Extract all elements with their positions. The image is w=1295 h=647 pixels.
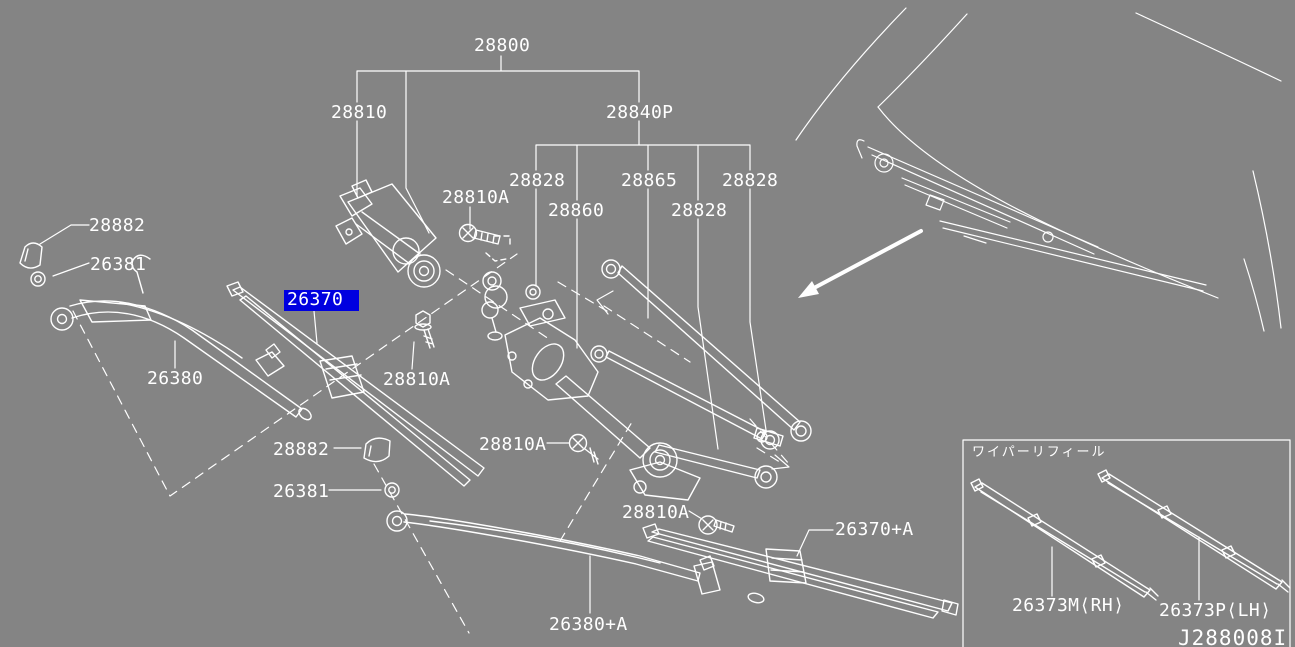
part-label-26381-a[interactable]: 26381 [90,254,147,275]
part-label-28860[interactable]: 28860 [548,200,605,221]
part-label-26381-b[interactable]: 26381 [273,481,330,502]
vehicle-reference-sketch [795,7,1282,332]
part-label-28810a-mid[interactable]: 28810A [383,369,451,390]
pivot-cap-and-nut-drawing [363,437,400,498]
part-label-28828-c[interactable]: 28828 [722,170,779,191]
refill-26373P-drawing [1097,469,1291,593]
alignment-dashed-lines [72,253,790,634]
part-label-26380+a[interactable]: 26380+A [549,614,628,635]
part-label-26373m-rh-[interactable]: 26373M⟨RH⟩ [1012,595,1125,616]
front-direction-arrow [798,229,923,298]
part-label-26370+a[interactable]: 26370+A [835,519,914,540]
leader-lines [39,206,1200,614]
connector-tree [356,55,767,450]
wiper-blade-26370A-drawing [642,523,959,619]
wiper-motor-28810-drawing [335,179,441,288]
part-label-28882-a[interactable]: 28882 [89,215,146,236]
diagram-code: J288008I [1178,626,1288,647]
part-label-26370[interactable]: 26370 [284,290,360,311]
part-label-28810a-ctr[interactable]: 28810A [479,434,547,455]
refill-26373M-drawing [970,478,1159,601]
inset-title: ワイパーリフィール [972,445,1107,460]
part-label-28828-a[interactable]: 28828 [509,170,566,191]
part-label-28828-b[interactable]: 28828 [671,200,728,221]
part-label-28810a-bot[interactable]: 28810A [622,502,690,523]
dashed-arrowheads [596,290,790,470]
linkage-assembly-drawing [414,223,812,535]
part-label-28800[interactable]: 28800 [474,35,531,56]
part-label-26380[interactable]: 26380 [147,368,204,389]
part-label-28840p[interactable]: 28840P [606,102,674,123]
part-label-28810a-top[interactable]: 28810A [442,187,510,208]
part-label-28865[interactable]: 28865 [621,170,678,191]
part-label-28810[interactable]: 28810 [331,102,388,123]
part-label-28882-b[interactable]: 28882 [273,439,330,460]
part-label-26373p-lh-[interactable]: 26373P⟨LH⟩ [1159,600,1272,621]
wiper-blade-26370-drawing [226,281,485,487]
wiper-arm-26380-drawing [19,242,312,421]
refill-inset-box [962,439,1291,647]
